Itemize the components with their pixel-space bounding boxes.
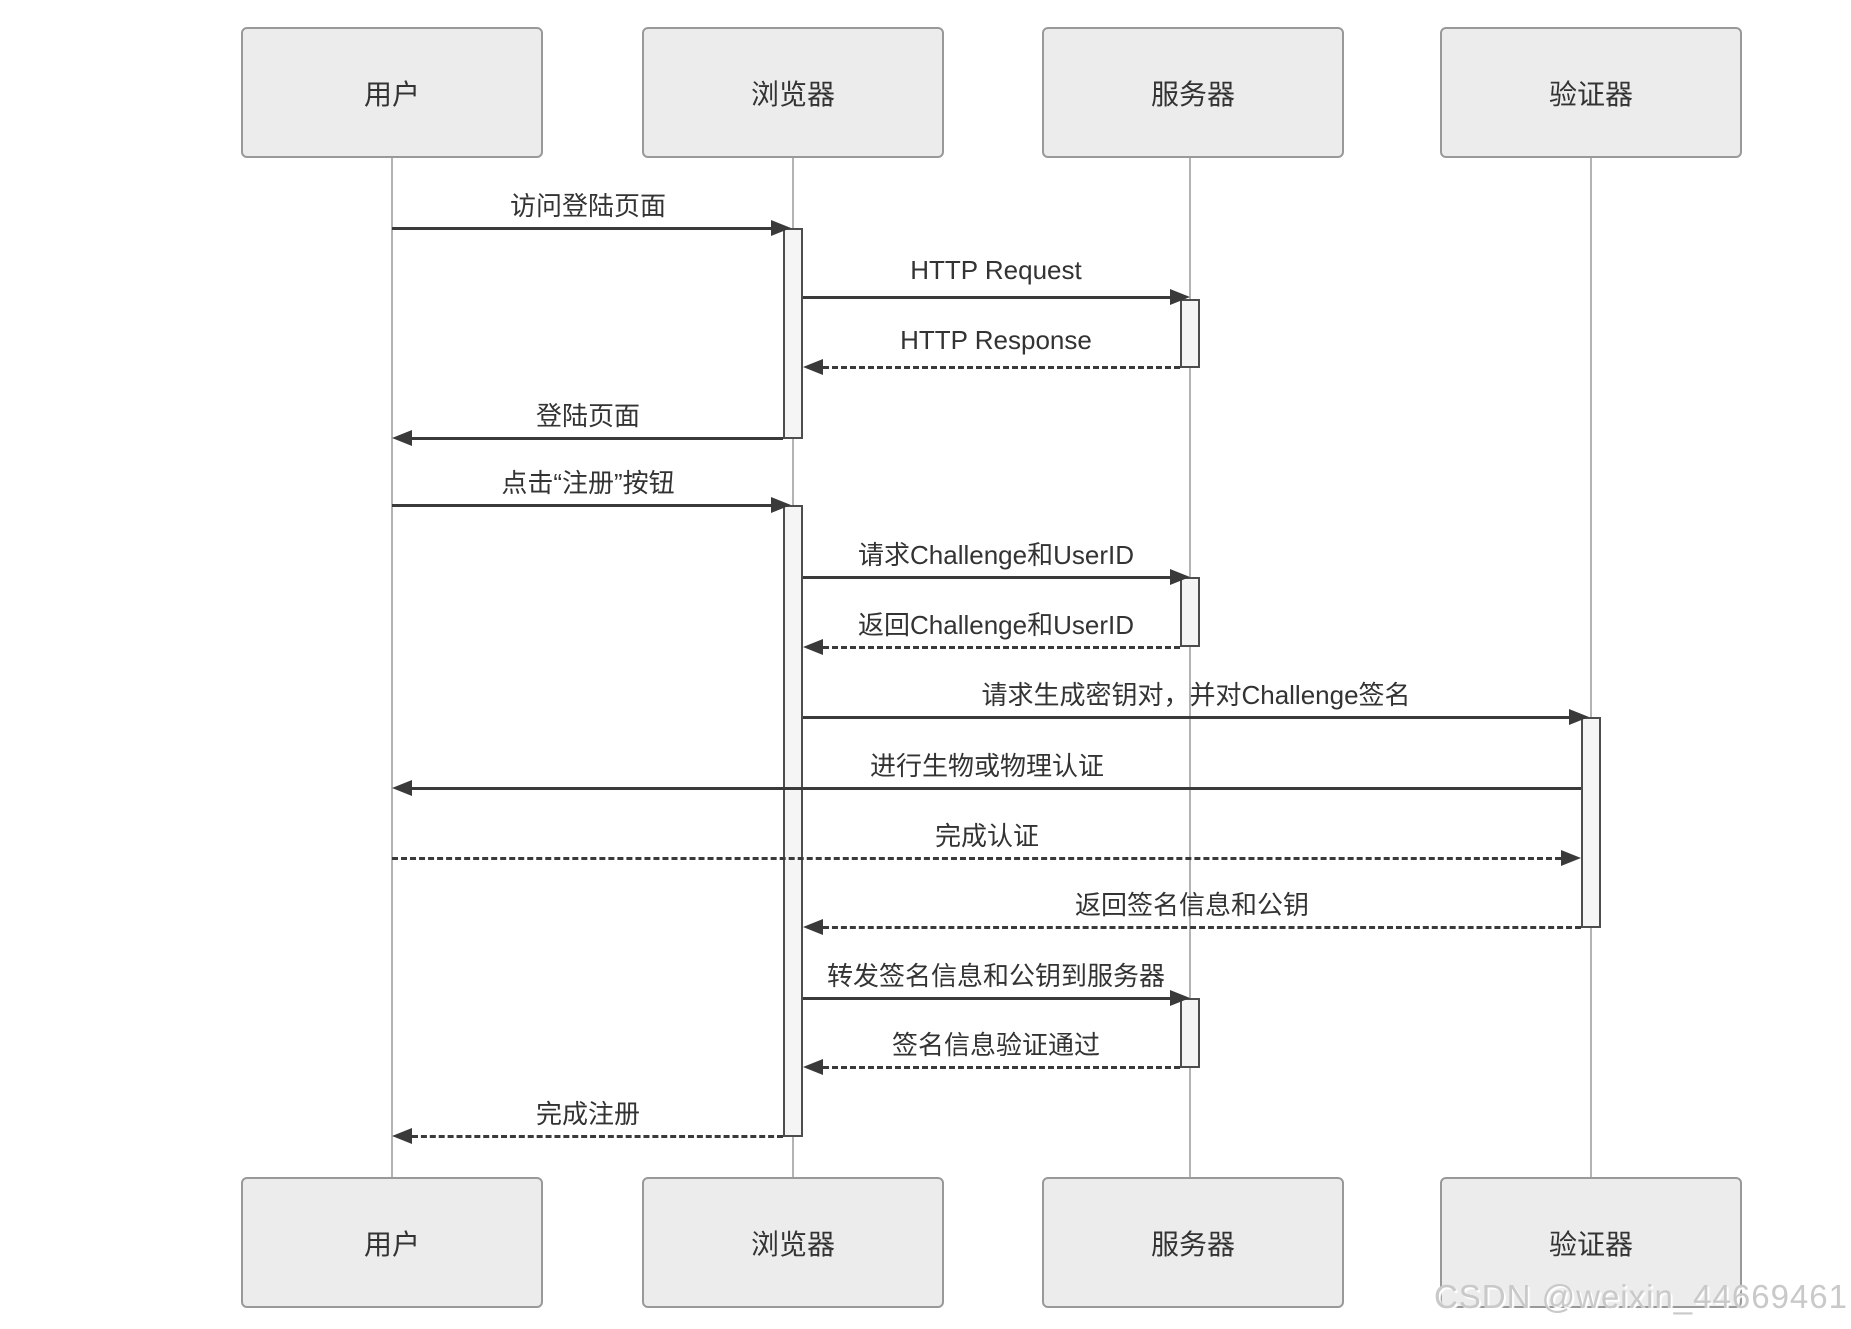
participant-label: 验证器	[1548, 1228, 1633, 1260]
message-label: 转发签名信息和公钥到服务器	[826, 961, 1166, 991]
participant-label: 浏览器	[750, 78, 835, 110]
message-label: 点击“注册”按钮	[501, 468, 675, 498]
message-arrow-line	[803, 576, 1170, 579]
arrowhead	[803, 919, 823, 935]
participant-box-authenticator-top: 验证器	[1440, 27, 1742, 158]
participant-box-user-bottom: 用户	[241, 1177, 543, 1308]
participant-box-browser-top: 浏览器	[642, 27, 944, 158]
activation-bar-server-2	[1180, 577, 1200, 647]
arrowhead	[392, 780, 412, 796]
message-arrow-line	[412, 787, 1581, 790]
message-arrow-line	[412, 1135, 783, 1138]
participant-label: 浏览器	[750, 1228, 835, 1260]
activation-bar-authenticator	[1581, 717, 1601, 928]
message-arrow-line	[803, 296, 1170, 299]
participant-box-user-top: 用户	[241, 27, 543, 158]
arrowhead	[392, 430, 412, 446]
arrowhead	[1569, 709, 1589, 725]
participant-label: 服务器	[1150, 78, 1235, 110]
participant-box-browser-bottom: 浏览器	[642, 1177, 944, 1308]
message-arrow-line	[823, 926, 1581, 929]
participant-label: 服务器	[1150, 1228, 1235, 1260]
message-arrow-line	[392, 227, 771, 230]
participant-box-server-top: 服务器	[1042, 27, 1344, 158]
message-label: 登陆页面	[535, 401, 641, 431]
participant-label: 用户	[363, 78, 420, 110]
participant-box-server-bottom: 服务器	[1042, 1177, 1344, 1308]
arrowhead	[392, 1128, 412, 1144]
message-label: 签名信息验证通过	[891, 1030, 1101, 1060]
lifeline-authenticator	[1590, 158, 1592, 1177]
message-arrow-line	[823, 366, 1180, 369]
arrowhead	[1561, 850, 1581, 866]
participant-box-authenticator-bottom: 验证器	[1440, 1177, 1742, 1308]
message-label: 完成认证	[934, 821, 1040, 851]
arrowhead	[803, 639, 823, 655]
arrowhead	[771, 497, 791, 513]
csdn-watermark: CSDN @weixin_44669461	[1433, 1278, 1848, 1315]
message-label: 进行生物或物理认证	[869, 751, 1105, 781]
arrowhead	[1170, 990, 1190, 1006]
lifeline-user	[391, 158, 393, 1177]
arrowhead	[803, 1059, 823, 1075]
message-label: 返回Challenge和UserID	[858, 610, 1134, 640]
message-arrow-line	[803, 716, 1569, 719]
lifeline-server	[1189, 158, 1191, 1177]
message-arrow-line	[803, 997, 1170, 1000]
message-label: 请求生成密钥对，并对Challenge签名	[981, 680, 1411, 710]
activation-bar-server-3	[1180, 998, 1200, 1068]
message-label: 返回签名信息和公钥	[1074, 890, 1310, 920]
arrowhead	[771, 220, 791, 236]
activation-bar-server-1	[1180, 299, 1200, 368]
message-arrow-line	[412, 437, 783, 440]
message-arrow-line	[392, 504, 771, 507]
participant-label: 用户	[363, 1228, 420, 1260]
message-label: 完成注册	[535, 1099, 641, 1129]
participant-label: 验证器	[1548, 78, 1633, 110]
message-label: HTTP Response	[900, 325, 1092, 355]
arrowhead	[1170, 289, 1190, 305]
activation-bar-browser-1	[783, 228, 803, 439]
arrowhead	[1170, 569, 1190, 585]
arrowhead	[803, 359, 823, 375]
message-arrow-line	[823, 1066, 1180, 1069]
message-arrow-line	[392, 857, 1561, 860]
message-arrow-line	[823, 646, 1180, 649]
activation-bar-browser-2	[783, 505, 803, 1137]
message-label: 访问登陆页面	[509, 191, 667, 221]
message-label: 请求Challenge和UserID	[858, 540, 1134, 570]
message-label: HTTP Request	[910, 255, 1082, 285]
